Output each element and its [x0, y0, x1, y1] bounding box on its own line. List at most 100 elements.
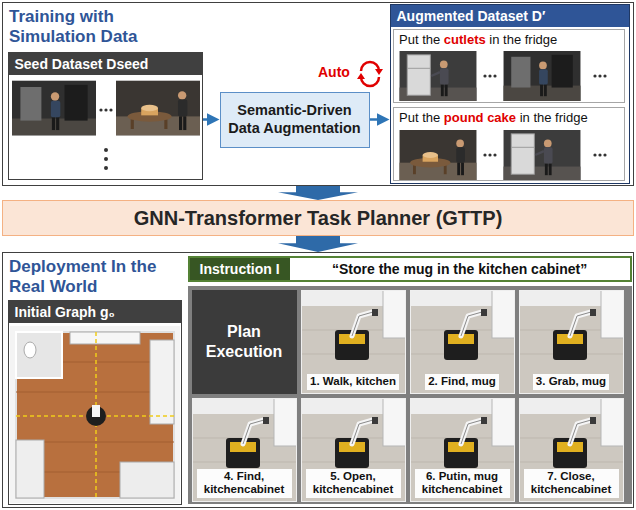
floor-plan [10, 326, 180, 503]
caption-word: in [520, 110, 534, 125]
augmented-thumbnails [400, 51, 607, 180]
execution-ground [188, 286, 632, 504]
augmented-image [504, 130, 581, 180]
dataset-box: Seed Dataset Dseed [8, 52, 203, 180]
augmented-image [400, 51, 477, 101]
section-panel: Deployment In the Real WorldInitial Grap… [2, 252, 634, 508]
ellipsis-dot [483, 74, 486, 77]
instruction-text: “Store the mug in the kitchen cabinet” [290, 258, 630, 280]
flow-arrow [370, 118, 384, 121]
ellipsis-dot [598, 74, 601, 77]
step-frame: 5. Open, kitchencabinet [301, 398, 406, 502]
ellipsis-dot [493, 74, 496, 77]
bathroom [16, 332, 62, 378]
caption-word: pound [444, 110, 487, 125]
ellipsis-dot [104, 166, 108, 170]
box-header: Augmented Dataset D′ [391, 5, 629, 27]
wall-cabinet [70, 332, 140, 344]
execution-photos [192, 290, 624, 502]
caption-word: cake [487, 110, 520, 125]
caption-word: the [533, 110, 555, 125]
ellipsis-dot [598, 153, 601, 156]
execution-panel: Plan Execution 1. Walk, kitchen 2. Find, m… [188, 286, 632, 504]
step-caption: 3. Grab, mug [533, 374, 609, 389]
ellipsis-dot [593, 74, 596, 77]
auto-label: Auto [318, 64, 350, 80]
ellipsis-dot [104, 157, 108, 161]
plan-ground [10, 326, 180, 503]
step-caption: 4. Find, kitchencabinet [197, 469, 292, 497]
step-photo [519, 398, 624, 502]
execution-label: Plan Execution [192, 290, 297, 394]
process-box: Semantic-Driven Data Augmentation [220, 92, 370, 148]
block-arrow [278, 186, 358, 200]
seed-image [12, 81, 96, 136]
graph-box: Initial Graph g₀ [8, 300, 182, 505]
robot-top-view [86, 406, 106, 426]
planner-label: GNN-Transformer Task Planner (GTTP) [134, 207, 503, 230]
sample-caption: Put the pound cake in the fridge [394, 108, 624, 127]
step-photo [301, 290, 406, 394]
step-frame: 4. Find, kitchencabinet [192, 398, 297, 502]
caption-word: in [489, 32, 503, 47]
planner-band: GNN-Transformer Task Planner (GTTP) [2, 200, 634, 236]
step-caption: 5. Open, kitchencabinet [306, 469, 401, 497]
step-caption: 7. Close, kitchencabinet [524, 469, 619, 497]
caption-word: the [422, 110, 444, 125]
step-photo [519, 290, 624, 394]
augmented-image [400, 130, 477, 180]
caption-word: Put [399, 110, 422, 125]
instruction-box: Instruction I“Store the mug in the kitch… [188, 256, 632, 282]
process-label: Semantic-Driven Data Augmentation [221, 102, 369, 137]
caption-word: fridge [525, 32, 558, 47]
step-frame: 6. Putin, mug kitchencabinet [410, 398, 515, 502]
ellipsis-dot [104, 108, 107, 111]
step-caption: 6. Putin, mug kitchencabinet [415, 469, 510, 497]
ellipsis-dot [99, 108, 102, 111]
step-frame: 3. Grab, mug [519, 290, 624, 394]
step-frame: 2. Find, mug [410, 290, 515, 394]
step-frame: 7. Close, kitchencabinet [519, 398, 624, 502]
ellipsis-dot [109, 108, 112, 111]
block-arrow [278, 236, 358, 252]
ellipsis-dot [104, 148, 108, 152]
sample-caption: Put the cutlets in the fridge [394, 30, 624, 49]
step-frame: 1. Walk, kitchen [301, 290, 406, 394]
step-photo [192, 398, 297, 502]
flow-arrow [203, 118, 214, 121]
section-title: Training with Simulation Data [9, 7, 159, 48]
dataset-box: Augmented Dataset D′ Put the cutlets in t… [390, 4, 630, 184]
seed-thumbnails [12, 81, 200, 170]
caption-word: the [503, 32, 525, 47]
seed-image [116, 81, 200, 136]
ellipsis-dot [603, 74, 606, 77]
table [120, 462, 174, 498]
instruction-label: Instruction I [190, 258, 290, 280]
box-header: Seed Dataset Dseed [9, 53, 202, 75]
caption-word: the [422, 32, 444, 47]
ellipsis-dot [488, 74, 491, 77]
caption-word: fridge [555, 110, 588, 125]
sample-box: Put the cutlets in the fridge [393, 29, 625, 103]
sample-box: Put the pound cake in the fridge [393, 107, 625, 181]
plan-floor [16, 332, 174, 498]
ellipsis-dot [483, 153, 486, 156]
step-photo [410, 398, 515, 502]
robot-arm-top [92, 405, 100, 417]
step-caption: 1. Walk, kitchen [307, 374, 399, 389]
caption-word: cutlets [444, 32, 490, 47]
toilet [24, 342, 36, 358]
step-photo [301, 398, 406, 502]
shelf [16, 440, 44, 498]
kitchen-counter [150, 340, 174, 424]
section-panel: Training with Simulation DataSeed Datase… [2, 2, 634, 186]
cycle-head [375, 69, 383, 75]
ellipsis-dot [603, 153, 606, 156]
step-caption: 2. Find, mug [425, 374, 499, 389]
ellipsis-dot [493, 153, 496, 156]
section-title: Deployment In the Real World [9, 257, 159, 298]
cycle-head [357, 73, 365, 79]
ellipsis-dot [593, 153, 596, 156]
augmented-image [504, 51, 581, 101]
